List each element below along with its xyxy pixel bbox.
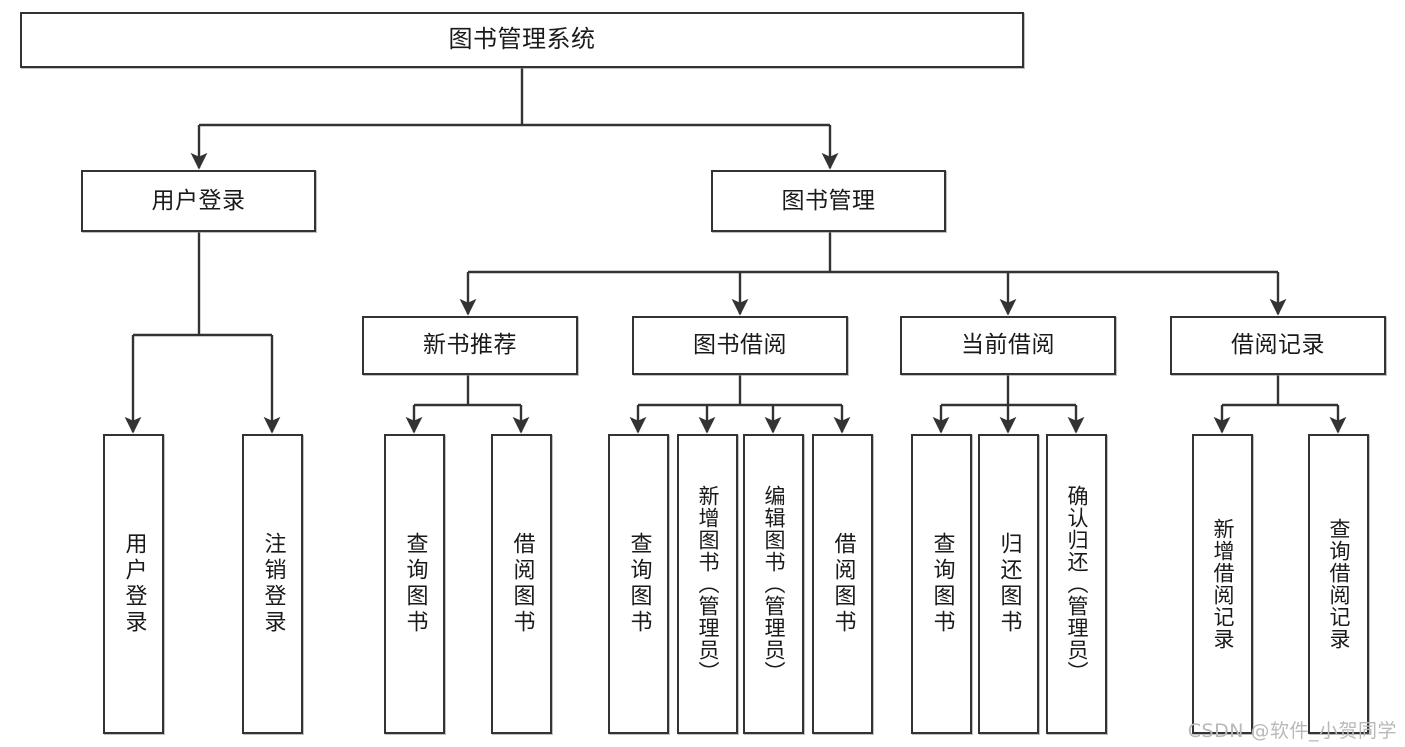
node-leaf-add-record[interactable]: 新增借阅记录: [1192, 434, 1253, 734]
node-leaf-user-logout[interactable]: 注销登录: [242, 434, 303, 734]
node-leaf-add-book-label: 新增图书（管理员）: [696, 485, 720, 683]
node-current-borrow[interactable]: 当前借阅: [900, 316, 1116, 375]
node-new-book-recommend[interactable]: 新书推荐: [362, 316, 578, 375]
node-leaf-add-record-label: 新增借阅记录: [1211, 518, 1235, 650]
node-user-login-label: 用户登录: [151, 187, 246, 214]
node-leaf-borrow-book-2-label: 借阅图书: [830, 532, 856, 636]
node-book-manage[interactable]: 图书管理: [711, 170, 946, 232]
node-leaf-edit-book[interactable]: 编辑图书（管理员）: [743, 434, 804, 734]
node-leaf-query-book-3-label: 查询图书: [929, 532, 955, 636]
node-root[interactable]: 图书管理系统: [20, 12, 1024, 68]
node-leaf-confirm-return[interactable]: 确认归还（管理员）: [1046, 434, 1107, 734]
node-leaf-return-book[interactable]: 归还图书: [978, 434, 1039, 734]
node-leaf-query-book-1-label: 查询图书: [402, 532, 428, 636]
node-user-login[interactable]: 用户登录: [81, 170, 316, 232]
node-new-book-recommend-label: 新书推荐: [423, 332, 517, 359]
node-leaf-query-record-label: 查询借阅记录: [1327, 518, 1351, 650]
node-leaf-user-logout-label: 注销登录: [260, 532, 286, 636]
node-leaf-return-book-label: 归还图书: [996, 532, 1022, 636]
node-leaf-query-book-3[interactable]: 查询图书: [911, 434, 972, 734]
node-leaf-query-book-2-label: 查询图书: [626, 532, 652, 636]
node-leaf-query-book-1[interactable]: 查询图书: [384, 434, 445, 734]
node-leaf-query-record[interactable]: 查询借阅记录: [1308, 434, 1369, 734]
node-leaf-borrow-book-1[interactable]: 借阅图书: [491, 434, 552, 734]
node-current-borrow-label: 当前借阅: [961, 332, 1055, 359]
node-leaf-user-login[interactable]: 用户登录: [103, 434, 164, 734]
node-leaf-confirm-return-label: 确认归还（管理员）: [1065, 485, 1089, 683]
node-leaf-edit-book-label: 编辑图书（管理员）: [762, 485, 786, 683]
node-leaf-add-book[interactable]: 新增图书（管理员）: [677, 434, 738, 734]
node-borrow-record[interactable]: 借阅记录: [1170, 316, 1386, 375]
node-book-borrow-label: 图书借阅: [693, 332, 787, 359]
node-leaf-borrow-book-2[interactable]: 借阅图书: [812, 434, 873, 734]
node-borrow-record-label: 借阅记录: [1231, 332, 1325, 359]
csdn-watermark: CSDN @软件_小贺同学: [1187, 720, 1397, 742]
node-book-manage-label: 图书管理: [781, 187, 876, 214]
node-root-label: 图书管理系统: [448, 25, 596, 54]
node-book-borrow[interactable]: 图书借阅: [632, 316, 848, 375]
node-leaf-query-book-2[interactable]: 查询图书: [608, 434, 669, 734]
node-leaf-user-login-label: 用户登录: [121, 532, 147, 636]
node-leaf-borrow-book-1-label: 借阅图书: [509, 532, 535, 636]
